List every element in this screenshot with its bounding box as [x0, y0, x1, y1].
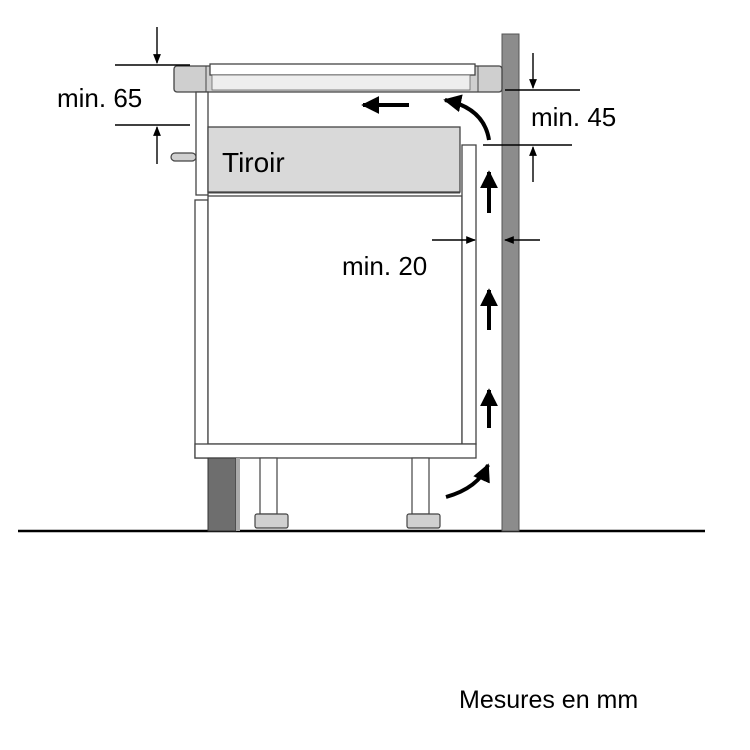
- cabinet-front-panel: [195, 91, 209, 196]
- label-min-65: min. 65: [57, 83, 142, 113]
- cabinet-side-panel: [194, 199, 209, 459]
- cabinet-rear-panel: [461, 144, 477, 445]
- drawer: [207, 126, 461, 193]
- cabinet-foot-left: [254, 457, 289, 529]
- airflow-arrow-bottom-curve: [445, 463, 490, 499]
- airflow-arrow-top-curve: [443, 94, 491, 141]
- cabinet-body: [207, 195, 463, 445]
- label-units: Mesures en mm: [459, 686, 638, 714]
- worktop: [173, 63, 503, 93]
- rear-wall: [501, 33, 520, 532]
- dimension-min-45: [483, 53, 580, 182]
- dimension-min-65: [115, 27, 190, 164]
- label-min-45: min. 45: [531, 102, 616, 132]
- plinth: [207, 457, 237, 532]
- airflow-arrows: [361, 94, 498, 499]
- label-drawer: Tiroir: [222, 147, 285, 178]
- cabinet-bottom: [194, 443, 477, 459]
- cabinet-foot-right: [406, 457, 441, 529]
- drawer-handle: [170, 152, 197, 162]
- label-min-20: min. 20: [342, 251, 427, 281]
